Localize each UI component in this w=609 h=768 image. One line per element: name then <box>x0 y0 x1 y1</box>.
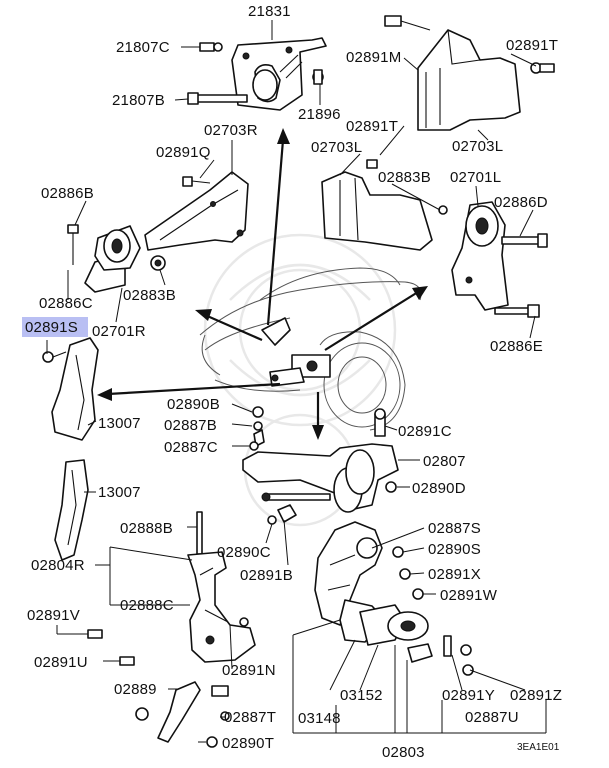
part-label-03148[interactable]: 03148 <box>298 710 341 727</box>
part-label-02886E[interactable]: 02886E <box>490 338 543 355</box>
part-label-21896[interactable]: 21896 <box>298 106 341 123</box>
part-label-02886C[interactable]: 02886C <box>39 295 93 312</box>
part-label-02887C[interactable]: 02887C <box>164 439 218 456</box>
part-label-02886B[interactable]: 02886B <box>41 185 94 202</box>
part-label-21807C[interactable]: 21807C <box>116 39 170 56</box>
part-label-02891X[interactable]: 02891X <box>428 566 481 583</box>
part-label-02887S[interactable]: 02887S <box>428 520 481 537</box>
part-label-02891B[interactable]: 02891B <box>240 567 293 584</box>
part-label-13007-b[interactable]: 13007 <box>98 484 141 501</box>
part-label-02890D[interactable]: 02890D <box>412 480 466 497</box>
part-label-02890S[interactable]: 02890S <box>428 541 481 558</box>
part-label-21807B[interactable]: 21807B <box>112 92 165 109</box>
part-label-02891W[interactable]: 02891W <box>440 587 498 604</box>
part-label-02887T[interactable]: 02887T <box>224 709 276 726</box>
top-mount-bracket-21831 <box>187 37 327 111</box>
bracket-02703L-top <box>384 15 555 131</box>
mount-assembly-02803 <box>314 521 474 676</box>
part-label-02807[interactable]: 02807 <box>423 453 466 470</box>
highlight-box <box>22 317 88 337</box>
part-label-02890C[interactable]: 02890C <box>217 544 271 561</box>
part-label-02883B-left[interactable]: 02883B <box>123 287 176 304</box>
bracket-02703R <box>144 171 249 251</box>
mount-02701R <box>67 224 166 293</box>
part-label-02891V[interactable]: 02891V <box>27 607 80 624</box>
part-label-02891N[interactable]: 02891N <box>222 662 276 679</box>
bracket-02703L-mid <box>321 159 448 251</box>
part-label-02888C[interactable]: 02888C <box>120 597 174 614</box>
part-label-02703R[interactable]: 02703R <box>204 122 258 139</box>
engine-center-block <box>261 317 331 387</box>
part-label-02891C[interactable]: 02891C <box>398 423 452 440</box>
mount-02701L <box>451 201 548 318</box>
part-label-02889[interactable]: 02889 <box>114 681 157 698</box>
rod-02889 <box>135 681 230 748</box>
part-label-02703L-mid[interactable]: 02703L <box>311 139 362 156</box>
part-label-02891Y[interactable]: 02891Y <box>442 687 495 704</box>
part-label-21831[interactable]: 21831 <box>248 3 291 20</box>
part-label-03152[interactable]: 03152 <box>340 687 383 704</box>
part-label-13007-a[interactable]: 13007 <box>98 415 141 432</box>
part-labels: 21831 21807C 21807B 21896 02891M 02891T … <box>25 3 562 761</box>
leader-lines <box>46 20 547 743</box>
direction-arrows <box>97 128 428 440</box>
vehicle-outline <box>199 267 422 431</box>
part-label-02883B-right[interactable]: 02883B <box>378 169 431 186</box>
part-label-02803[interactable]: 02803 <box>382 744 425 761</box>
bracket-13007-b <box>54 459 89 561</box>
bracket-13007-a <box>42 337 99 441</box>
part-label-02804R[interactable]: 02804R <box>31 557 85 574</box>
part-label-02891U-left[interactable]: 02891U <box>34 654 88 671</box>
part-label-02887B[interactable]: 02887B <box>164 417 217 434</box>
part-label-02701R[interactable]: 02701R <box>92 323 146 340</box>
bracket-02807 <box>242 406 399 525</box>
part-label-02703L-top[interactable]: 02703L <box>452 138 503 155</box>
bracket-02804R <box>87 511 256 666</box>
part-label-02887U[interactable]: 02887U <box>465 709 519 726</box>
part-label-02891Q[interactable]: 02891Q <box>156 144 211 161</box>
part-label-02891M[interactable]: 02891M <box>346 49 401 66</box>
part-label-02891Z[interactable]: 02891Z <box>510 687 562 704</box>
part-label-02888B[interactable]: 02888B <box>120 520 173 537</box>
part-label-02891T-mid[interactable]: 02891T <box>346 118 398 135</box>
part-label-02890T[interactable]: 02890T <box>222 735 274 752</box>
part-label-02701L[interactable]: 02701L <box>450 169 501 186</box>
part-label-02890B[interactable]: 02890B <box>167 396 220 413</box>
part-label-02891T-top[interactable]: 02891T <box>506 37 558 54</box>
part-label-02891S[interactable]: 02891S <box>25 319 78 336</box>
part-label-02886D[interactable]: 02886D <box>494 194 548 211</box>
diagram-code: 3EA1E01 <box>517 742 560 753</box>
